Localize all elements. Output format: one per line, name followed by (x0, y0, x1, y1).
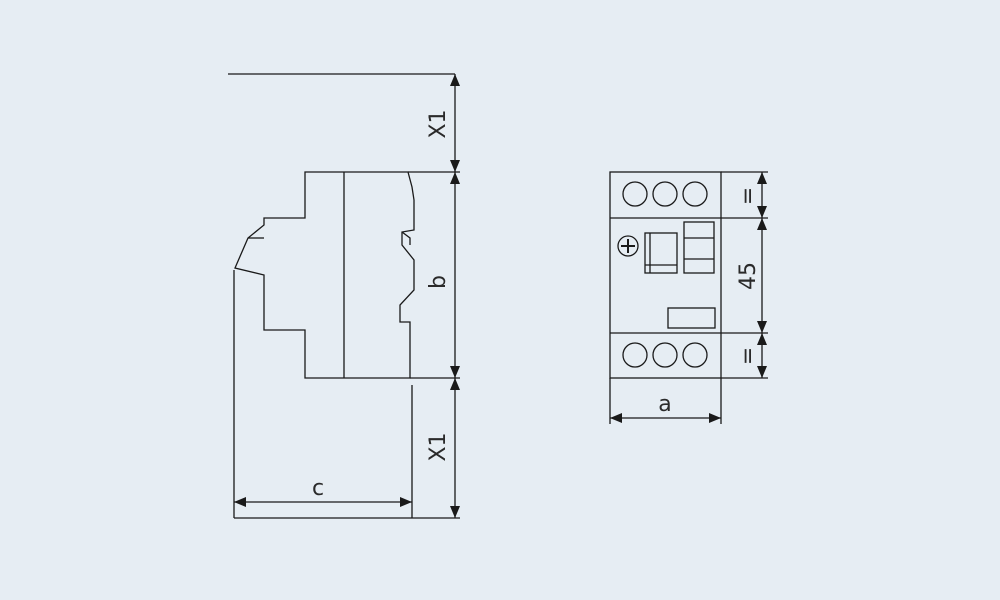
terminal-top-3 (682, 181, 708, 207)
label-slot (667, 307, 716, 329)
label-x1-top: X1 (426, 109, 451, 138)
label-a: a (658, 392, 671, 417)
label-x1-bottom: X1 (426, 432, 451, 461)
front-view-body (609, 171, 722, 379)
terminal-bottom-2 (652, 342, 678, 368)
label-45: 45 (736, 262, 761, 290)
switch-window-left (644, 232, 678, 274)
side-view (228, 73, 460, 519)
side-view-outline (234, 171, 415, 379)
label-eq-bottom: = (736, 347, 761, 365)
label-c: c (312, 476, 324, 501)
plus-circle-icon (617, 235, 639, 257)
terminal-bottom-3 (682, 342, 708, 368)
side-view-clip (401, 231, 411, 245)
label-eq-top: = (736, 187, 761, 205)
terminal-top-1 (622, 181, 648, 207)
front-view (609, 171, 768, 424)
label-b: b (426, 275, 451, 289)
terminal-bottom-1 (622, 342, 648, 368)
terminal-top-2 (652, 181, 678, 207)
switch-window-right (683, 221, 715, 274)
